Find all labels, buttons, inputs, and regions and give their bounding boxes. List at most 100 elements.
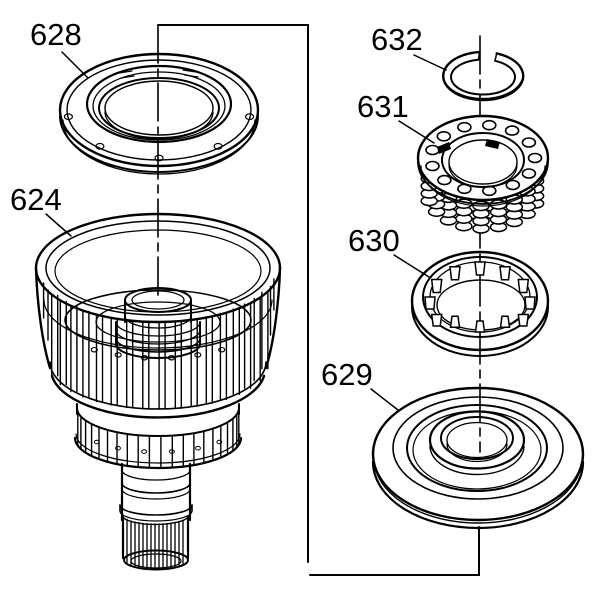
bearing-bore-depth [104, 111, 214, 140]
bearing-race-outer [85, 64, 233, 144]
race-outer [410, 250, 550, 352]
housing-hub-wall [429, 445, 525, 476]
lug [424, 296, 436, 310]
shaft-groove-2 [121, 488, 191, 500]
rivet [216, 439, 223, 445]
lug [449, 315, 461, 329]
drum-rim-inner [45, 220, 271, 316]
hub-collar-sides [115, 321, 201, 345]
part-631-roller-clutch [416, 114, 550, 234]
hub-collar-ring3 [115, 337, 201, 353]
drum-shaft [119, 462, 193, 571]
rivet [218, 346, 226, 353]
drum-hub [115, 287, 201, 359]
callout-632-leader [413, 54, 447, 71]
housing-ring-2 [392, 396, 564, 500]
part-632-snap-ring [442, 50, 525, 102]
callout-632-label: 632 [371, 22, 423, 57]
shaft-collar-2 [119, 510, 193, 522]
rivet [115, 445, 121, 451]
drum-band-bottom [50, 374, 266, 419]
gear-rivets [93, 439, 223, 454]
callout-629-leader [370, 388, 399, 411]
rivet [93, 439, 100, 445]
spline-sides [121, 515, 190, 560]
bracket-top-right [157, 24, 309, 563]
rivet [90, 346, 98, 353]
spline-teeth [126, 518, 184, 569]
bearing-rim-depth-1 [59, 115, 259, 173]
snap-ring-thickness [443, 79, 523, 100]
cam-wedge-right [485, 139, 500, 149]
callout-629: 629 [321, 357, 399, 411]
shaft-collar-sides [119, 504, 193, 512]
callout-631-label: 631 [357, 89, 409, 124]
bracket-bottom [309, 526, 480, 576]
housing-hub [428, 410, 526, 470]
housing-bore [440, 416, 514, 460]
callout-630: 630 [348, 223, 430, 278]
callout-632: 632 [371, 22, 447, 71]
roller-row-front [420, 173, 545, 234]
rivet [114, 352, 122, 358]
shaft-tip-inner [130, 553, 182, 569]
shaft-groove-1 [121, 482, 191, 494]
drum-wall-left [34, 266, 52, 370]
rivet [213, 142, 223, 150]
drum-slots-edge [42, 278, 275, 341]
lug [474, 261, 486, 276]
lug [474, 320, 486, 333]
gear-land-arc [75, 433, 241, 464]
clutch-bore-lip [448, 139, 518, 185]
callouts: 628 624 632 631 630 629 [10, 17, 447, 411]
housing-bottom-rim-2 [374, 466, 582, 524]
hub-collar-ring1 [115, 321, 201, 337]
callout-630-label: 630 [348, 223, 400, 258]
housing-bottom-rim-1 [371, 460, 585, 530]
flange-depth-2 [420, 165, 546, 207]
lug [430, 278, 443, 294]
drum-slots [51, 291, 269, 410]
callout-629-label: 629 [321, 357, 373, 392]
drum-floor [64, 289, 252, 351]
race-rim [422, 256, 538, 338]
bearing-rim-depth-2 [62, 119, 256, 175]
bearing-clip-ticks [118, 69, 199, 79]
callout-630-leader [393, 254, 430, 278]
rivet [195, 445, 201, 451]
rivet [141, 449, 148, 454]
housing-ring-3 [406, 404, 548, 492]
rivet [140, 354, 149, 361]
bearing-bore [104, 80, 214, 136]
shaft-sides [120, 462, 192, 522]
callout-624-leader [45, 213, 72, 237]
part-628-thrust-bearing [58, 52, 260, 175]
snap-ring-ends [477, 51, 498, 62]
hub-step [124, 315, 192, 329]
drum-wall-rail [43, 299, 273, 349]
clutch-bore-depth [448, 164, 518, 188]
rivet [95, 142, 105, 150]
race-depth [411, 306, 549, 357]
shaft-neck [121, 469, 191, 481]
bearing-rivets [63, 113, 255, 162]
rivet [194, 352, 202, 358]
housing-bore-lip [446, 421, 508, 459]
part-629-piston-housing [371, 386, 585, 530]
housing-outer [371, 386, 585, 522]
lug [517, 278, 530, 294]
snap-ring-inner [450, 58, 516, 96]
callout-631: 631 [357, 89, 435, 144]
snap-ring-outer [442, 50, 525, 102]
shaft-collar-1 [119, 504, 193, 516]
hub-collar-bottom [115, 343, 201, 359]
flange-holes [425, 119, 543, 197]
bearing-outer-inner-line [66, 59, 252, 161]
rivet [63, 113, 74, 121]
callout-624: 624 [10, 182, 72, 237]
rivet [154, 154, 164, 162]
bracket-lines [157, 24, 480, 576]
lug [524, 296, 536, 310]
drum-band-top [49, 361, 267, 410]
